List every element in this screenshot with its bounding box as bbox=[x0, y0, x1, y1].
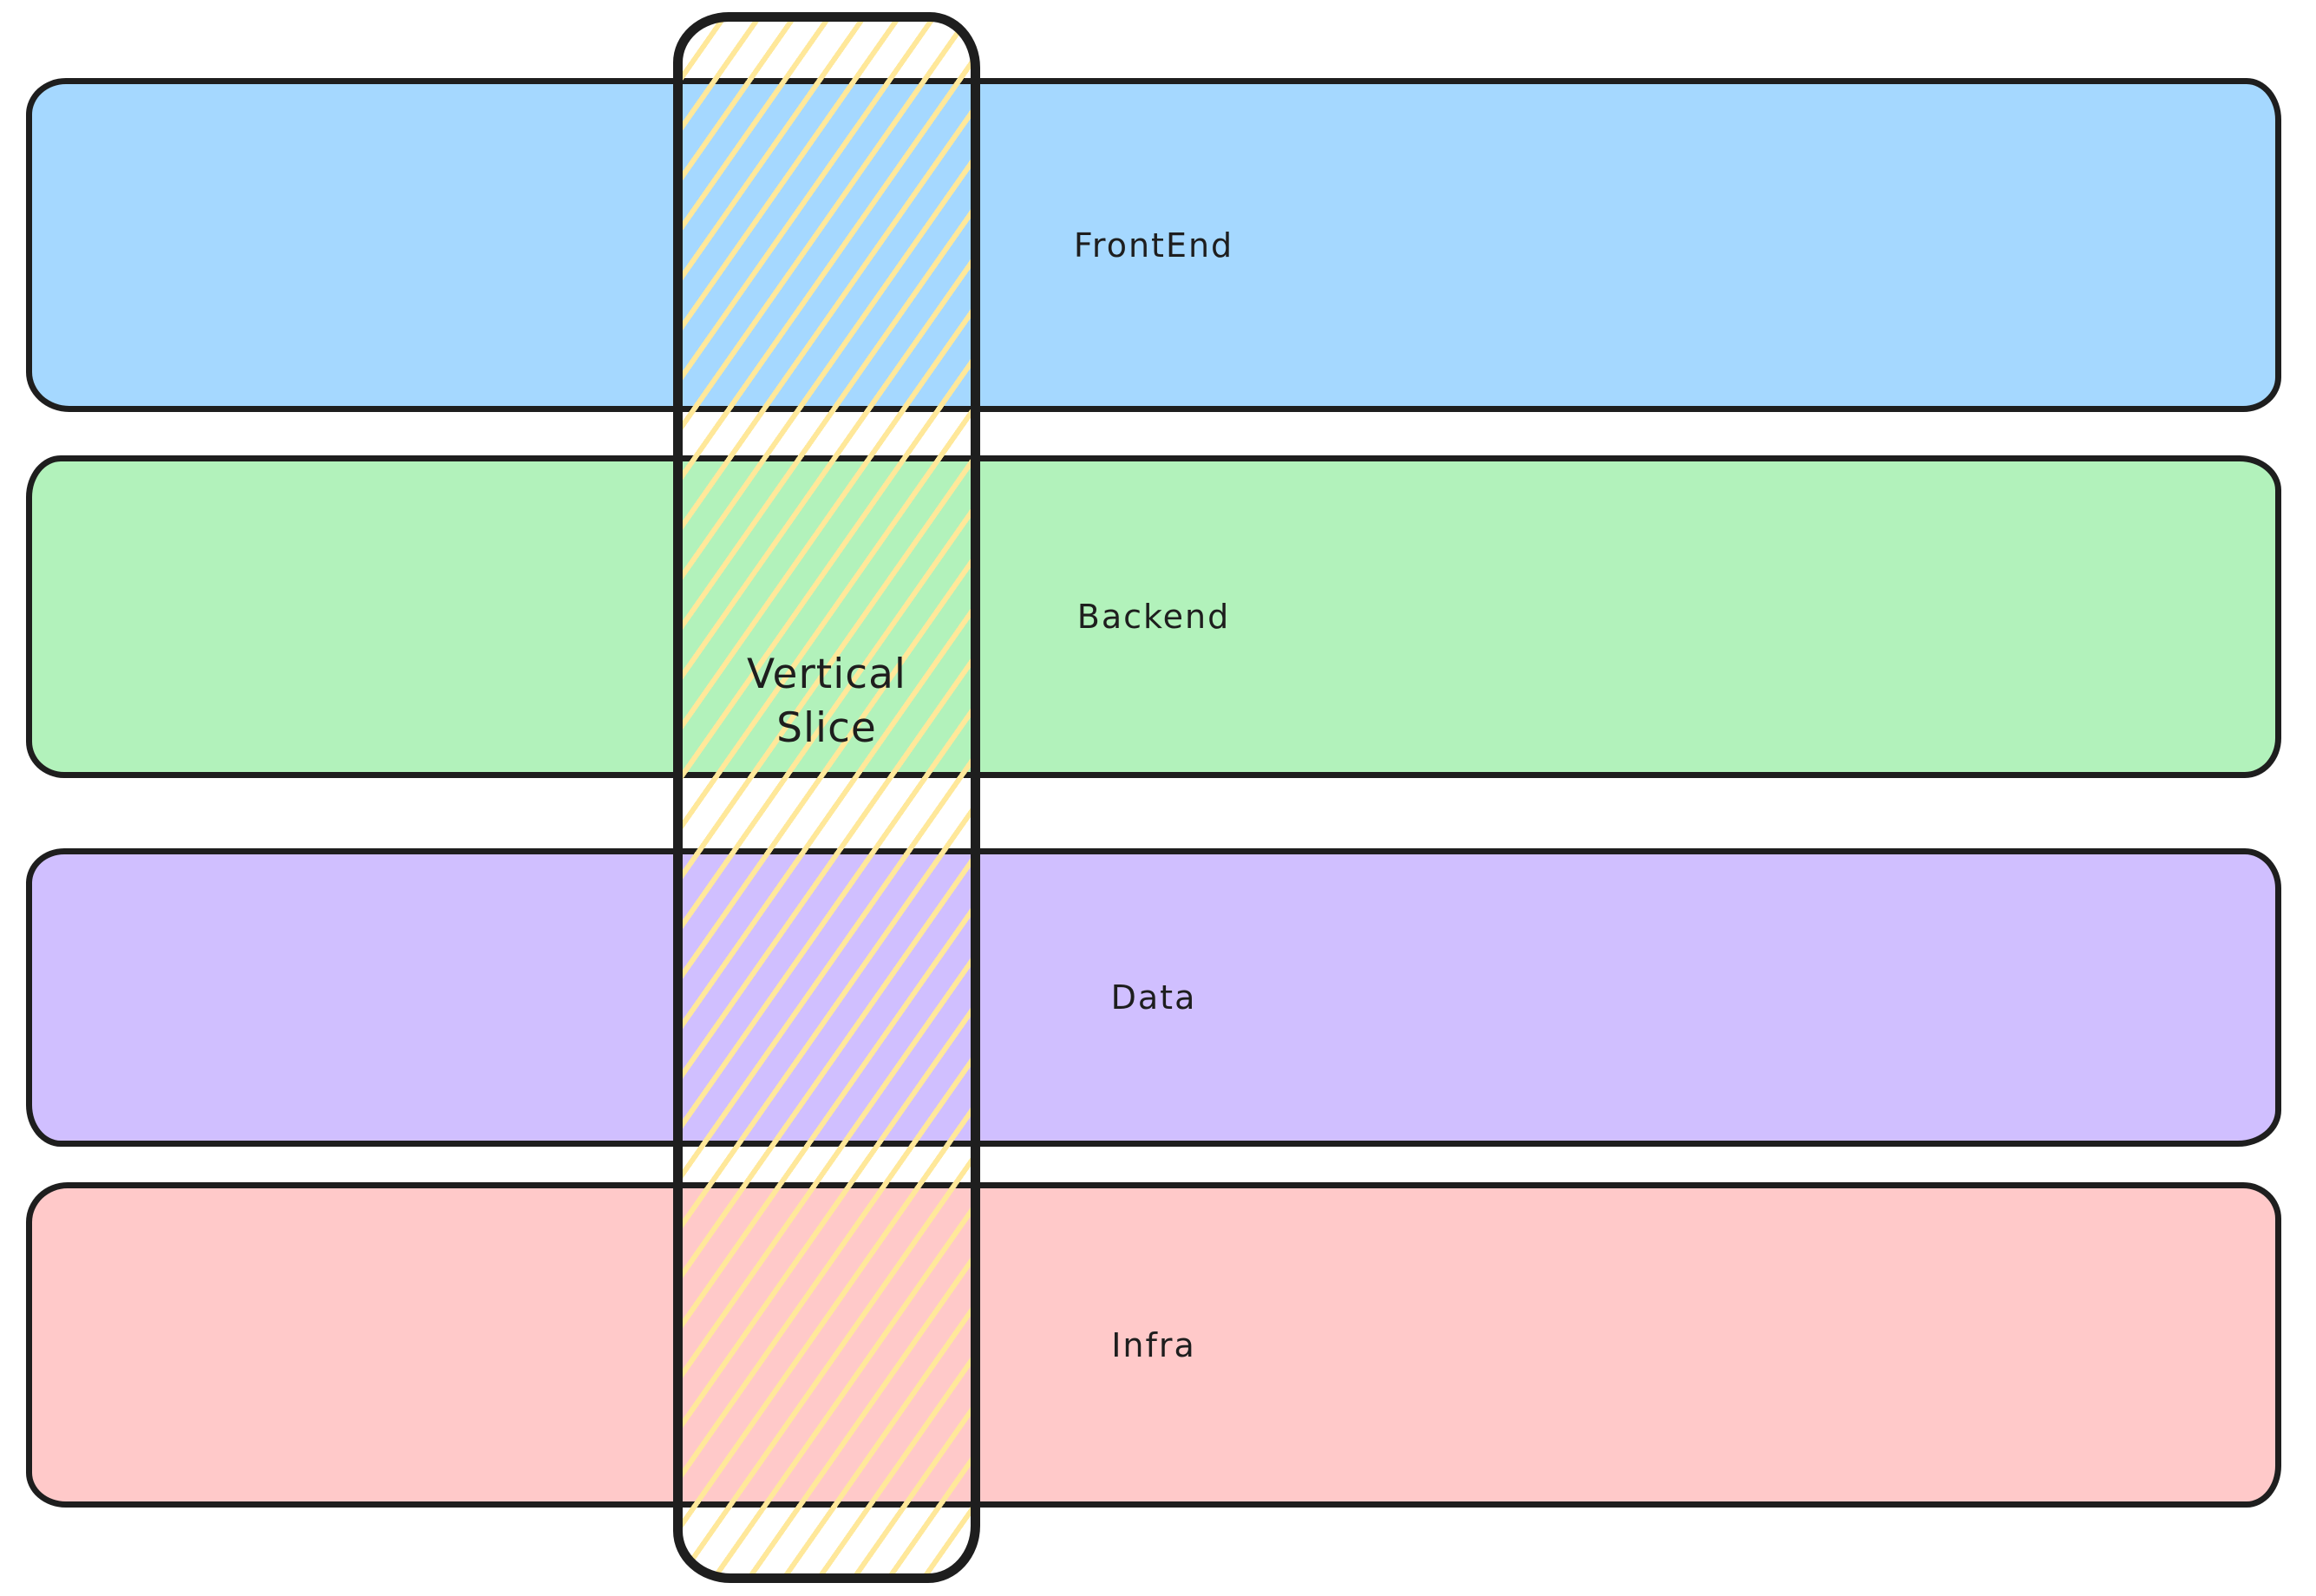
layer-label-infra: Infra bbox=[1111, 1325, 1196, 1364]
layer-label-data: Data bbox=[1110, 978, 1197, 1017]
layer-bar-frontend: FrontEnd bbox=[26, 78, 2281, 412]
vertical-slice-overlay: Vertical Slice bbox=[673, 12, 980, 1583]
layer-bar-infra: Infra bbox=[26, 1182, 2281, 1508]
layer-label-backend: Backend bbox=[1076, 598, 1231, 636]
layer-bar-data: Data bbox=[26, 848, 2281, 1147]
vertical-slice-label-line1: Vertical bbox=[747, 651, 906, 698]
layer-label-frontend: FrontEnd bbox=[1073, 226, 1234, 265]
layer-bar-backend: Backend bbox=[26, 455, 2281, 778]
vertical-slice-label-line2: Slice bbox=[776, 704, 877, 753]
vertical-slice-label: Vertical Slice bbox=[683, 648, 971, 755]
